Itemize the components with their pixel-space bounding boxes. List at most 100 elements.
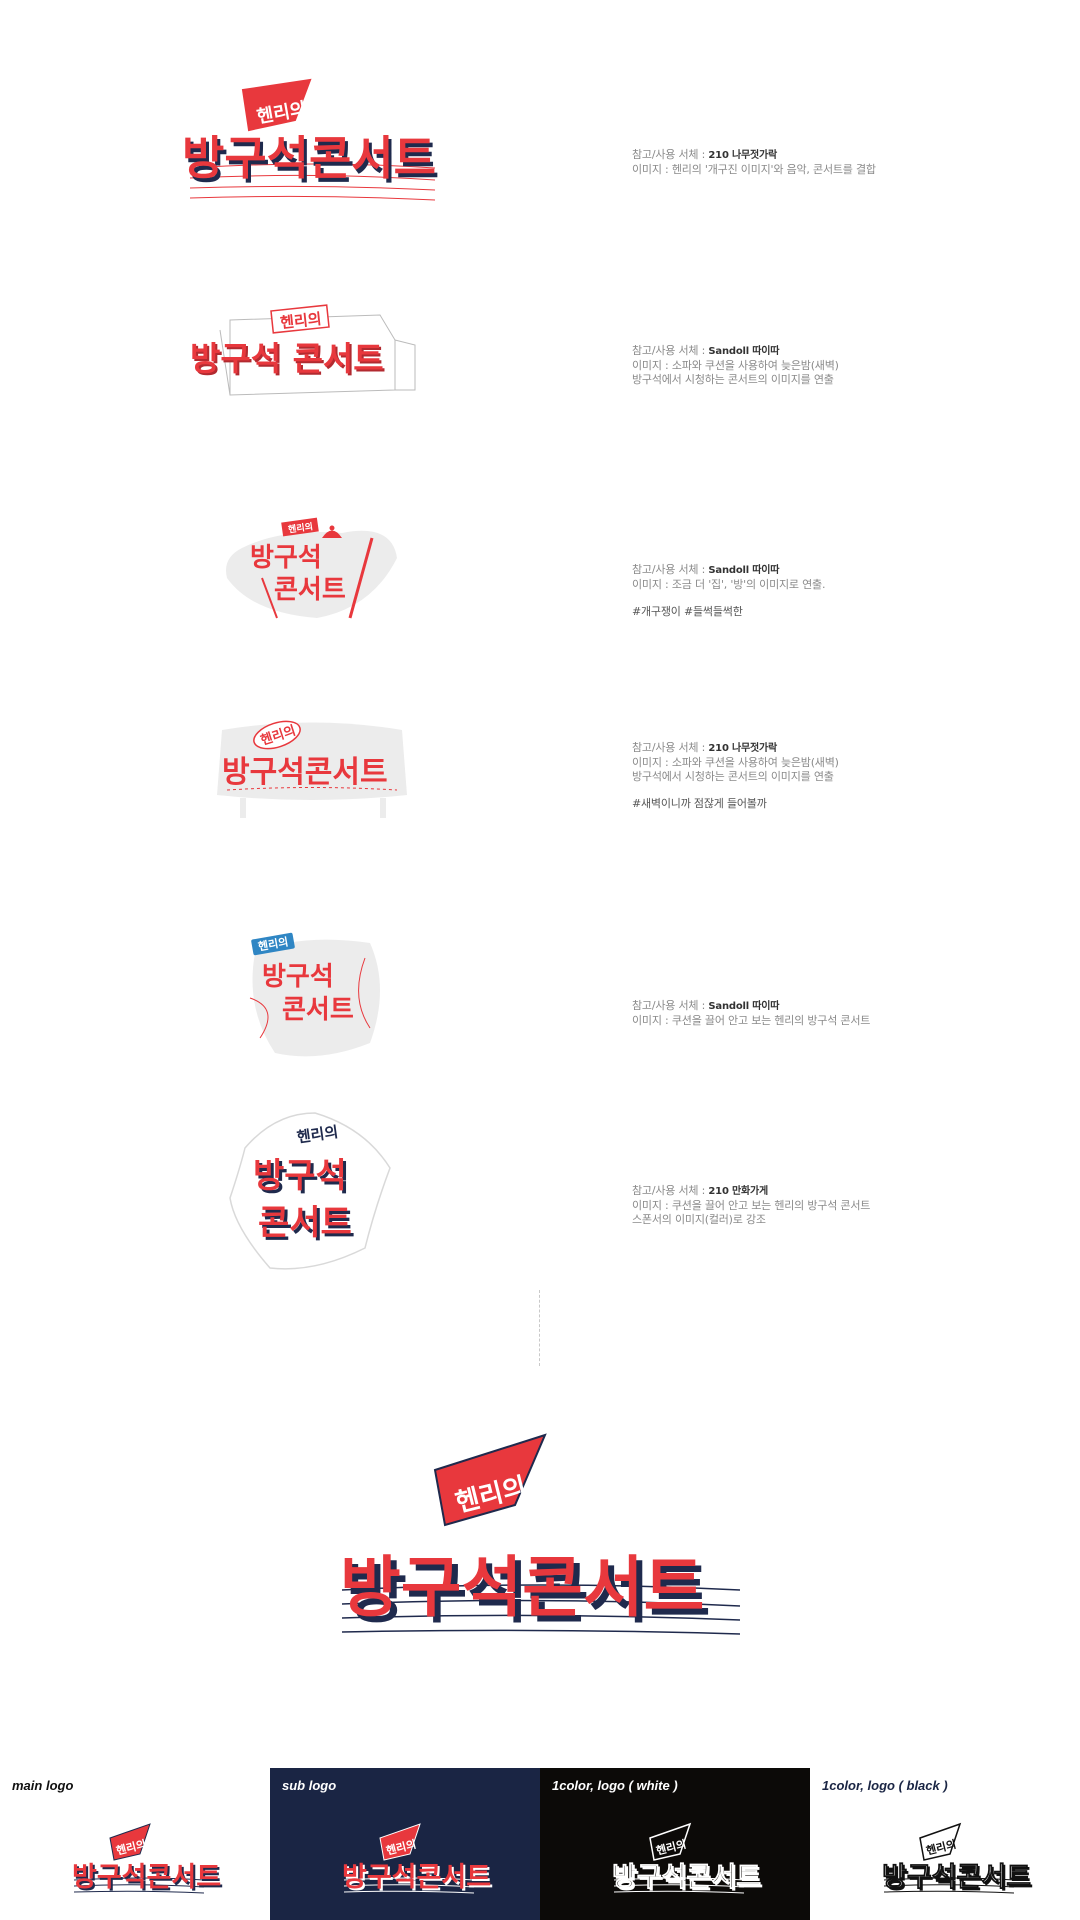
variant-black-logo: 1color, logo ( black ) 헨리의 방구석콘서트 방구석콘서트 xyxy=(810,1768,1080,1920)
logo-concept-4-artwork: 헨리의 방구석콘서트 xyxy=(212,700,412,820)
logo-main-text: 방구석콘서트 xyxy=(222,755,388,790)
pillow-outline-icon xyxy=(229,1112,391,1270)
variant-label: 1color, logo ( white ) xyxy=(552,1778,678,1793)
font-name: Sandoll 따이따 xyxy=(708,565,780,576)
logo-main-line2: 콘서트 xyxy=(258,1203,352,1243)
logo-main-text: 방구석콘서트 xyxy=(72,1862,221,1893)
logo-main-line1: 방구석 xyxy=(253,1156,347,1196)
desc-line: 방구석에서 시청하는 콘서트의 이미지를 연출 xyxy=(632,373,834,386)
variant-white-logo: 1color, logo ( white ) 헨리의 방구석콘서트 방구석콘서트 xyxy=(540,1768,810,1920)
logo-main-text: 방구석콘서트 xyxy=(882,1862,1031,1893)
logo-concept-1-description: 참고/사용 서체 : 210 나무젓가락 이미지 : 헨리의 '개구진 이미지'… xyxy=(632,148,876,177)
logo-main-shadow: 방구석콘서트 xyxy=(346,1555,710,1632)
logo-concept-3-svg: 헨리의 방구석 콘서트 xyxy=(226,517,397,619)
cushion-icon xyxy=(226,530,397,619)
logo-main-shadow: 방구석콘서트 xyxy=(614,1864,763,1895)
ref-label: 참고/사용 서체 : xyxy=(632,1184,709,1197)
desc-line: 이미지 : 쿠션을 끌어 안고 보는 헨리의 방구석 콘서트 xyxy=(632,1014,871,1027)
logo-small-text: 헨리의 xyxy=(296,1123,340,1147)
logo-concept-1-artwork: 헨리의 방구석콘서트 방구석콘서트 xyxy=(182,60,445,210)
desc-line: 이미지 : 소파와 쿠션을 사용하여 늦은밤(새벽) xyxy=(632,756,839,769)
font-name: 210 나무젓가락 xyxy=(708,150,777,161)
bell-icon xyxy=(322,525,342,538)
desc-line: 이미지 : 조금 더 '집', '방'의 이미지로 연출. xyxy=(632,578,826,591)
pennant-flag-icon xyxy=(241,78,312,132)
logo-concept-3-artwork: 헨리의 방구석 콘서트 xyxy=(222,517,402,623)
variant-logo-svg: 헨리의 방구석콘서트 방구석콘서트 xyxy=(72,1823,223,1895)
tag-ellipse xyxy=(253,720,301,750)
variant-logo-artwork: 헨리의 방구석콘서트 방구석콘서트 xyxy=(842,1808,1052,1912)
ref-label: 참고/사용 서체 : xyxy=(632,563,709,576)
logo-main-shadow: 방구석콘서트 xyxy=(74,1864,223,1895)
logo-main-line2: 콘서트 xyxy=(282,995,354,1025)
logo-main-text: 방구석콘서트 xyxy=(340,1549,704,1626)
ref-label: 참고/사용 서체 : xyxy=(632,344,709,357)
logo-main-text: 방구석 콘서트 xyxy=(190,339,384,378)
final-logo-artwork: 헨리의 방구석콘서트 방구석콘서트 xyxy=(340,1430,750,1650)
tag-box xyxy=(281,517,319,537)
logo-concept-4-svg: 헨리의 방구석콘서트 xyxy=(217,720,407,818)
sofa-outline-icon xyxy=(219,314,416,396)
logo-concept-6-svg: 헨리의 방구석 방구석 콘서트 콘서트 xyxy=(229,1112,391,1270)
logo-concept-4: 헨리의 방구석콘서트 참고/사용 서체 : 210 나무젓가락 이미지 : 소파… xyxy=(0,700,1080,820)
desc-line: 이미지 : 헨리의 '개구진 이미지'와 음악, 콘서트를 결합 xyxy=(632,163,876,176)
logo-small-text: 헨리의 xyxy=(257,934,289,953)
logo-concept-3: 헨리의 방구석 콘서트 참고/사용 서체 : Sandoll 따이따 이미지 :… xyxy=(0,517,1080,628)
font-name: 210 만화가게 xyxy=(708,1186,768,1197)
variant-logo-svg: 헨리의 방구석콘서트 방구석콘서트 xyxy=(882,1822,1033,1895)
logo-concept-2: 헨리의 방구석 콘서트 방구석 콘서트 참고/사용 서체 : Sandoll 따… xyxy=(0,300,1080,410)
desc-line: 방구석에서 시청하는 콘서트의 이미지를 연출 xyxy=(632,770,834,783)
logo-main-shadow: 방구석 콘서트 xyxy=(192,341,386,380)
logo-variants-strip: main logo 헨리의 방구석콘서트 방구석콘서트 sub logo 헨리의… xyxy=(0,1768,1080,1920)
final-logo-section: 헨리의 방구석콘서트 방구석콘서트 xyxy=(0,1430,1080,1650)
logo-main-line2: 콘서트 xyxy=(274,575,346,605)
pennant-flag-icon xyxy=(433,1433,547,1527)
logo-concept-5-svg: 헨리의 방구석 콘서트 xyxy=(249,932,380,1057)
font-name: Sandoll 따이따 xyxy=(708,1001,780,1012)
logo-main-text: 방구석콘서트 xyxy=(182,131,436,185)
variant-main-logo: main logo 헨리의 방구석콘서트 방구석콘서트 xyxy=(0,1768,270,1920)
stripe-lines xyxy=(341,1584,741,1635)
logo-main-shadow: 방구석콘서트 xyxy=(344,1864,493,1895)
stripe-lines xyxy=(189,163,436,201)
variant-label: 1color, logo ( black ) xyxy=(822,1778,948,1793)
logo-concept-4-description: 참고/사용 서체 : 210 나무젓가락 이미지 : 소파와 쿠션을 사용하여 … xyxy=(632,741,839,811)
desc-line: 스폰서의 이미지(컬러)로 강조 xyxy=(632,1213,766,1226)
variant-logo-artwork: 헨리의 방구석콘서트 방구석콘서트 xyxy=(32,1808,242,1912)
logo-main-line1-shadow: 방구석 xyxy=(256,1159,350,1199)
ref-label: 참고/사용 서체 : xyxy=(632,148,709,161)
logo-concept-2-svg: 헨리의 방구석 콘서트 방구석 콘서트 xyxy=(190,304,416,396)
logo-concept-1: 헨리의 방구석콘서트 방구석콘서트 참고/사용 서체 : 210 나무젓가락 이… xyxy=(0,60,1080,220)
logo-concept-1-svg: 헨리의 방구석콘서트 방구석콘서트 xyxy=(182,78,439,201)
logo-main-text: 방구석콘서트 xyxy=(342,1862,491,1893)
hashtag-text: #개구쟁이 #들썩들썩한 xyxy=(632,605,743,618)
variant-logo-svg: 헨리의 방구석콘서트 방구석콘서트 xyxy=(612,1822,763,1895)
logo-main-shadow: 방구석콘서트 xyxy=(185,135,439,189)
logo-concept-2-artwork: 헨리의 방구석 콘서트 방구석 콘서트 xyxy=(190,300,440,410)
final-logo-svg: 헨리의 방구석콘서트 방구석콘서트 xyxy=(340,1433,741,1635)
logo-concept-2-description: 참고/사용 서체 : Sandoll 따이따 이미지 : 소파와 쿠션을 사용하… xyxy=(632,344,839,387)
variant-label: sub logo xyxy=(282,1778,337,1793)
variant-logo-svg: 헨리의 방구석콘서트 방구석콘서트 xyxy=(342,1823,493,1895)
logo-concept-6: 헨리의 방구석 방구석 콘서트 콘서트 참고/사용 서체 : 210 만화가게 … xyxy=(0,1108,1080,1273)
tag-box xyxy=(270,304,330,334)
logo-small-text: 헨리의 xyxy=(279,310,322,332)
variant-label: main logo xyxy=(12,1778,74,1793)
logo-concept-5: 헨리의 방구석 콘서트 참고/사용 서체 : Sandoll 따이따 이미지 :… xyxy=(0,928,1080,1063)
logo-small-text: 헨리의 xyxy=(287,520,313,535)
logo-main-text: 방구석콘서트 xyxy=(612,1862,761,1893)
tag-box xyxy=(251,932,295,956)
font-name: Sandoll 따이따 xyxy=(708,346,780,357)
variant-logo-artwork: 헨리의 방구석콘서트 방구석콘서트 xyxy=(302,1808,512,1912)
ref-label: 참고/사용 서체 : xyxy=(632,741,709,754)
logo-concept-6-description: 참고/사용 서체 : 210 만화가게 이미지 : 쿠션을 끌어 안고 보는 헨… xyxy=(632,1184,870,1227)
variant-sub-logo: sub logo 헨리의 방구석콘서트 방구석콘서트 xyxy=(270,1768,540,1920)
section-divider xyxy=(539,1290,540,1366)
font-name: 210 나무젓가락 xyxy=(708,743,777,754)
hashtag-text: #새벽이니까 점잖게 들어볼까 xyxy=(632,797,767,810)
ref-label: 참고/사용 서체 : xyxy=(632,999,709,1012)
logo-concept-5-artwork: 헨리의 방구석 콘서트 xyxy=(240,928,390,1063)
logo-main-line1: 방구석 xyxy=(262,962,334,992)
variant-logo-artwork: 헨리의 방구석콘서트 방구석콘서트 xyxy=(572,1808,782,1912)
logo-concept-6-artwork: 헨리의 방구석 방구석 콘서트 콘서트 xyxy=(225,1108,395,1273)
